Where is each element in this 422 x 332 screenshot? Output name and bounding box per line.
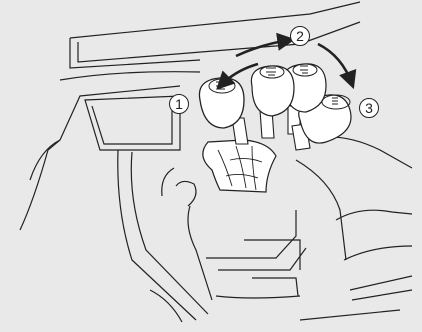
callout-2-label: 2: [296, 29, 304, 43]
callout-1-label: 1: [175, 97, 183, 111]
callout-2: 2: [290, 26, 310, 46]
callout-3-label: 3: [365, 101, 373, 115]
callout-1: 1: [169, 94, 189, 114]
callout-3: 3: [359, 98, 379, 118]
gear-knob-neutral: [251, 66, 294, 116]
